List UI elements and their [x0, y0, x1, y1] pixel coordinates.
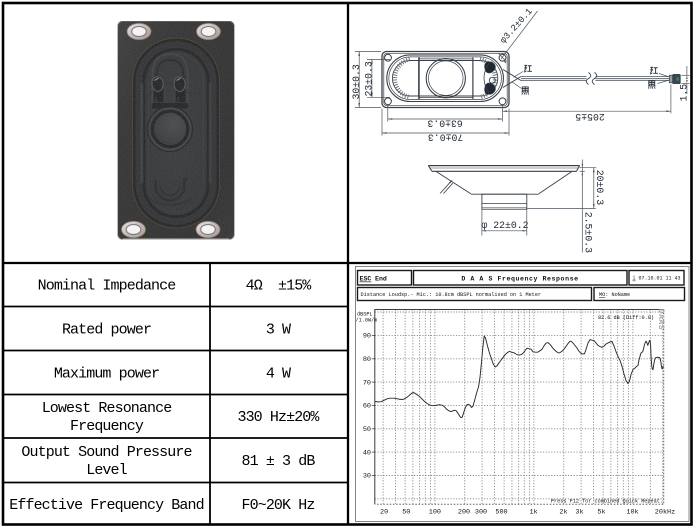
- svg-text:Frequency: Frequency: [70, 418, 144, 435]
- svg-text:20kHz: 20kHz: [655, 509, 675, 517]
- svg-text:Distance Loudsp.- Mic.: 10.8cm: Distance Loudsp.- Mic.: 10.8cm dBSPL nor…: [361, 292, 542, 298]
- svg-text:F0~20K Hz: F0~20K Hz: [242, 497, 315, 514]
- svg-text:40: 40: [363, 449, 371, 457]
- svg-text:300: 300: [475, 509, 487, 517]
- svg-text:Press F12 for combined Quick R: Press F12 for combined Quick Repeat.: [551, 499, 663, 505]
- svg-text:5k: 5k: [597, 509, 605, 517]
- svg-text:70: 70: [363, 379, 371, 387]
- svg-text:Output Sound Pressure: Output Sound Pressure: [21, 444, 192, 461]
- svg-text:80: 80: [363, 356, 371, 364]
- svg-text:330 Hz±20%: 330 Hz±20%: [237, 409, 320, 426]
- svg-text:500: 500: [495, 509, 507, 517]
- svg-text:4 W: 4 W: [266, 366, 291, 383]
- svg-text:3 W: 3 W: [266, 322, 291, 339]
- svg-text:dBSPL: dBSPL: [357, 312, 373, 318]
- svg-text:20: 20: [380, 509, 388, 517]
- svg-text:3k: 3k: [575, 509, 583, 517]
- svg-text:1.5: 1.5: [678, 84, 689, 102]
- svg-text:φ 22±0.2: φ 22±0.2: [482, 220, 529, 231]
- svg-text:30±0.3: 30±0.3: [351, 64, 362, 99]
- svg-text:82.6 dB (Diff:0.0): 82.6 dB (Diff:0.0): [598, 315, 654, 321]
- svg-text:60: 60: [363, 403, 371, 411]
- svg-text:Effective Frequency Band: Effective Frequency Band: [9, 497, 203, 514]
- svg-text:81 ± 3 dB: 81 ± 3 dB: [242, 453, 316, 470]
- svg-text:30: 30: [363, 473, 371, 481]
- svg-text:ESC: ESC: [360, 276, 372, 283]
- svg-text:4Ω ±15%: 4Ω ±15%: [246, 278, 313, 295]
- svg-text:/1.0W/m: /1.0W/m: [356, 318, 378, 324]
- svg-text:Lowest Resonance: Lowest Resonance: [42, 400, 173, 417]
- svg-text:90: 90: [363, 333, 371, 341]
- svg-text:10k: 10k: [626, 509, 638, 517]
- svg-text:20±0.3: 20±0.3: [594, 170, 605, 205]
- svg-text:Maximum power: Maximum power: [54, 366, 159, 383]
- svg-text:DAAS: DAAS: [656, 309, 665, 330]
- svg-text:D A A S Frequency Response: D A A S Frequency Response: [461, 276, 578, 283]
- svg-text:2.5±0.3: 2.5±0.3: [582, 212, 593, 253]
- svg-text:205±5: 205±5: [575, 111, 605, 122]
- svg-text:2k: 2k: [559, 509, 567, 517]
- svg-text:200: 200: [458, 509, 470, 517]
- svg-text:Level: Level: [86, 462, 127, 479]
- svg-text:End: End: [375, 276, 387, 283]
- svg-text:50: 50: [363, 426, 371, 434]
- svg-text:1k: 1k: [530, 509, 538, 517]
- svg-text:MO: NoName: MO: NoName: [599, 292, 630, 298]
- svg-text:Rated power: Rated power: [62, 322, 151, 339]
- svg-text:23±0.3: 23±0.3: [364, 61, 375, 96]
- svg-text:100: 100: [429, 509, 441, 517]
- svg-text:50: 50: [402, 509, 410, 517]
- svg-text:70±0.3: 70±0.3: [428, 132, 463, 143]
- svg-text:i 07.10.01 11 43: i 07.10.01 11 43: [633, 276, 681, 282]
- svg-text:Nominal Impedance: Nominal Impedance: [38, 278, 177, 295]
- svg-text:63±0.3: 63±0.3: [427, 117, 462, 128]
